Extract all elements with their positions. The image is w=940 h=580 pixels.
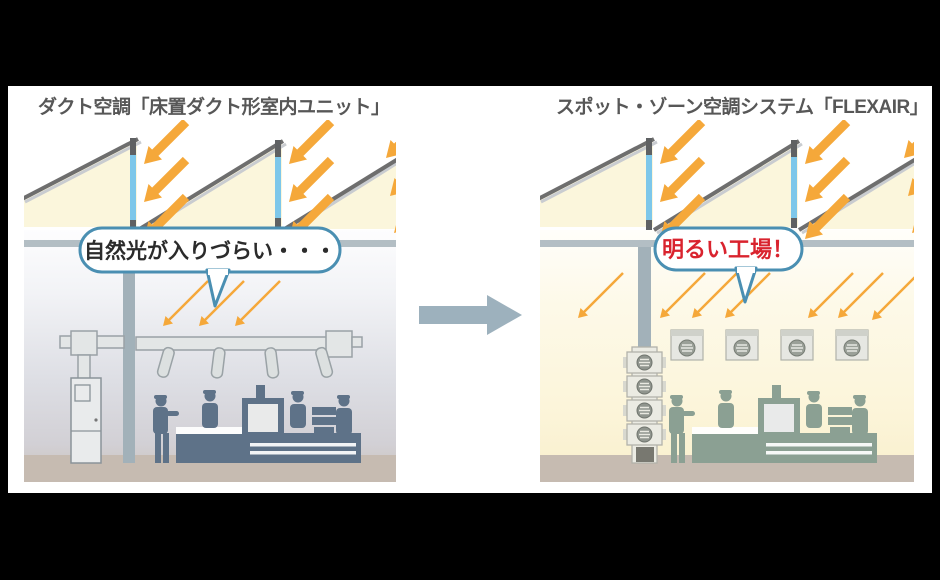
wall-spot-units [670, 329, 869, 361]
bubble-text: 自然光が入りづらい・・・ [84, 239, 336, 263]
speech-bubble: 自然光が入りづらい・・・ [78, 226, 342, 308]
left-panel-illustration: 自然光が入りづらい・・・ [24, 120, 396, 482]
speech-bubble: 明るい工場！ [653, 226, 804, 304]
sawtooth-roof [24, 137, 396, 235]
right-panel-illustration: 明るい工場！ [540, 120, 914, 482]
skylight-windows [130, 138, 281, 230]
flexair-tower-unit [623, 346, 666, 464]
pillar [123, 247, 135, 463]
left-panel-title: ダクト空調「床置ダクト形室内ユニット」 [38, 97, 390, 118]
floor-duct-unit [59, 330, 363, 464]
skylight-windows [646, 138, 797, 230]
duct-nozzles [156, 346, 334, 379]
bubble-text: 明るい工場！ [662, 237, 794, 262]
transition-arrow-icon [419, 295, 522, 335]
right-panel-title: スポット・ゾーン空調システム「FLEXAIR」 [556, 97, 929, 118]
pillar [638, 247, 651, 349]
